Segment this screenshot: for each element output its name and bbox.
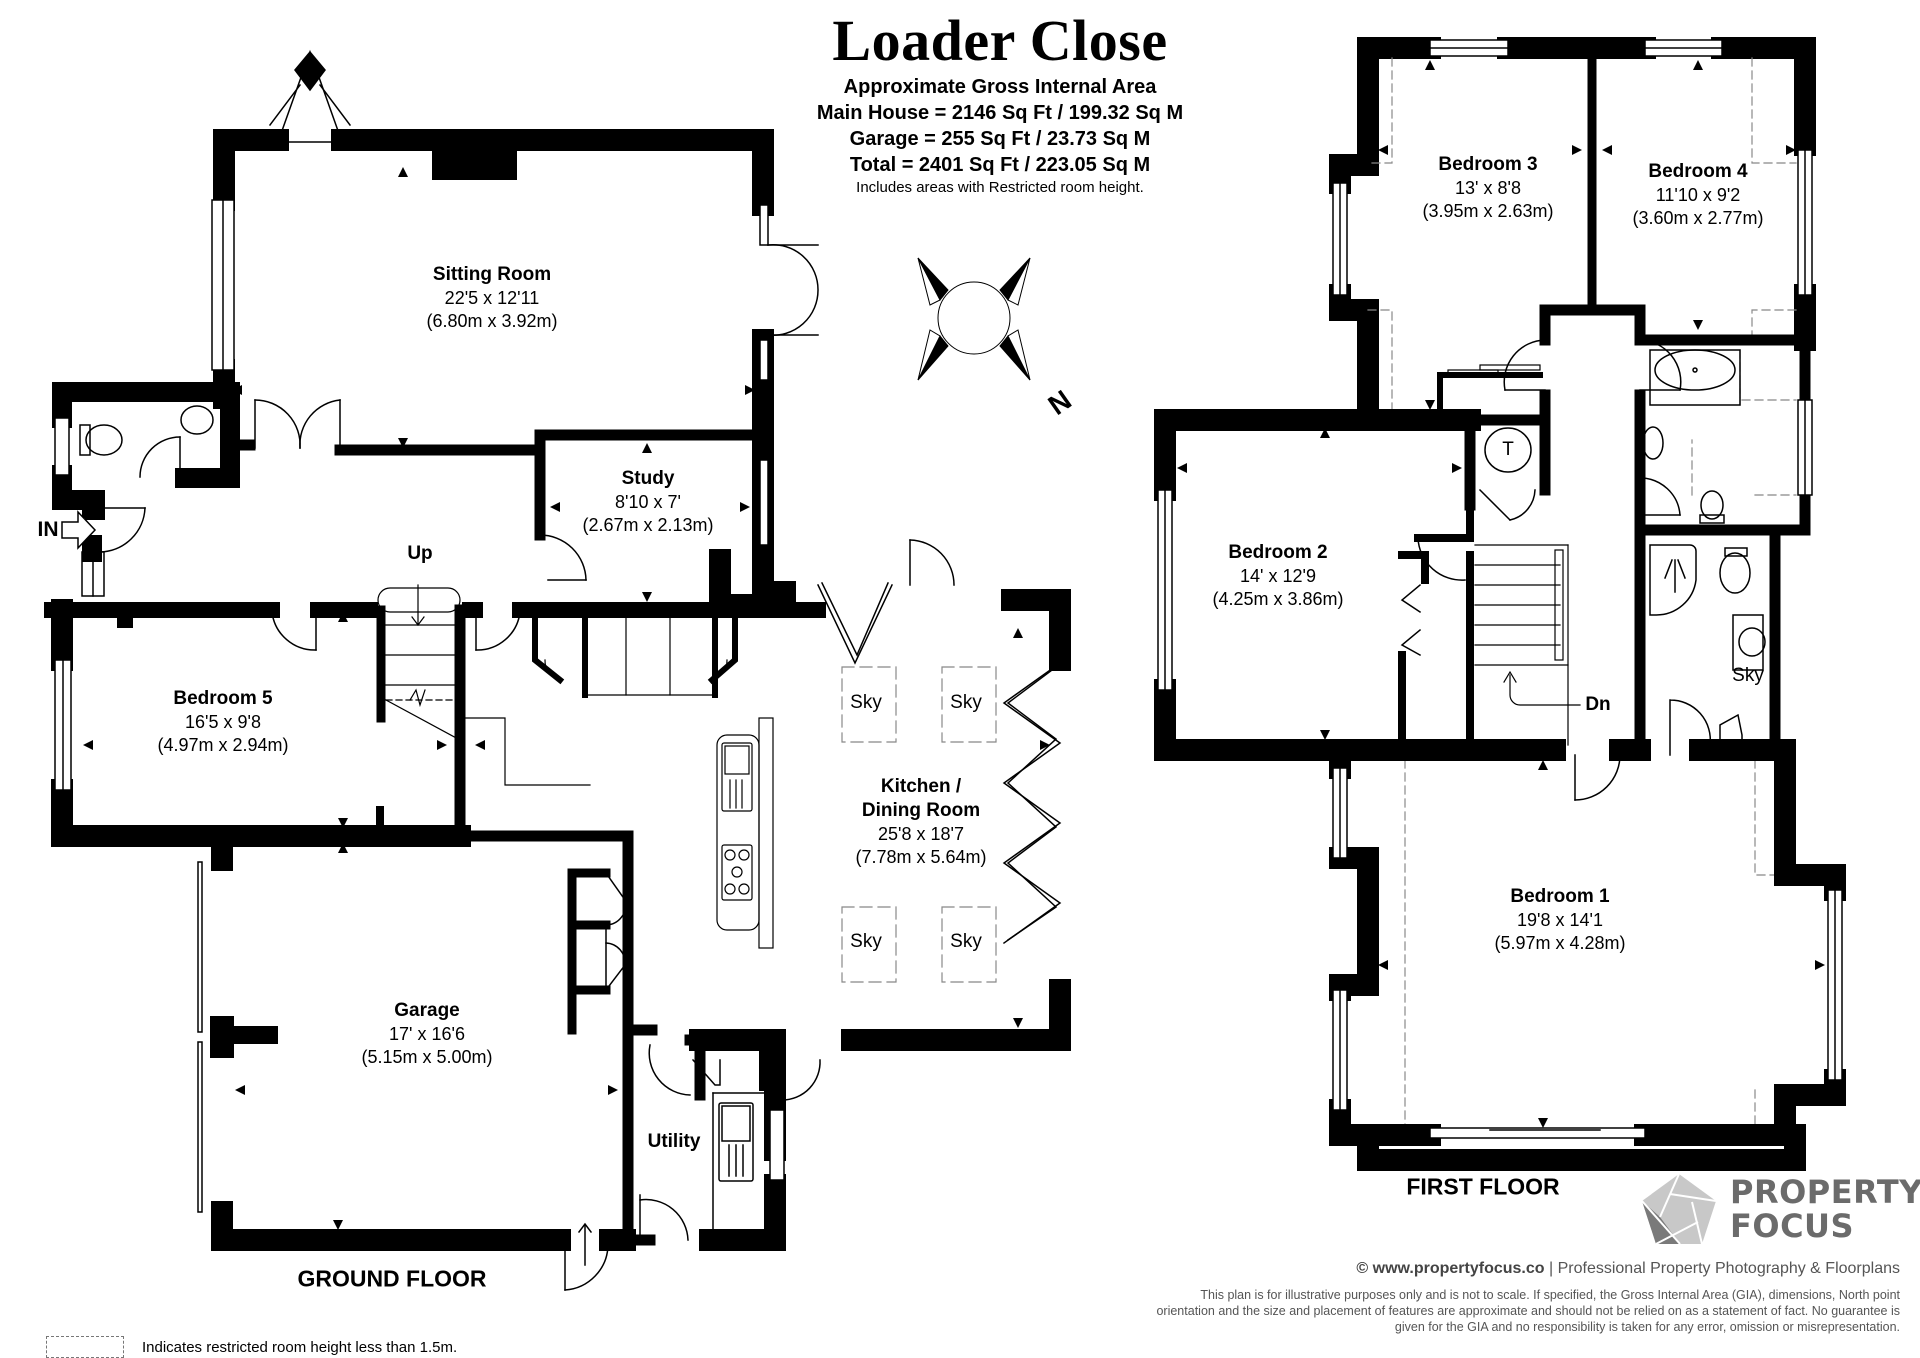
total-area: Total = 2401 Sq Ft / 223.05 Sq M [849, 154, 1151, 176]
room-bedroom-5: Bedroom 5 16'5 x 9'8 (4.97m x 2.94m) [157, 688, 289, 755]
first-floor-label: FIRST FLOOR [1406, 1173, 1560, 1200]
disclaimer: This plan is for illustrative purposes o… [1156, 1288, 1900, 1334]
room-garage: Garage 17' x 16'6 (5.15m x 5.00m) [361, 1000, 493, 1067]
property-title: Loader Close [832, 8, 1168, 73]
room-kitchen-dining: Kitchen / Dining Room 25'8 x 18'7 (7.78m… [855, 776, 987, 867]
room-study: Study 8'10 x 7' (2.67m x 2.13m) [582, 468, 714, 535]
website-link[interactable]: © www.propertyfocus.co [1356, 1260, 1545, 1277]
area-note: Includes areas with Restricted room heig… [856, 179, 1144, 196]
room-sitting-room: Sitting Room 22'5 x 12'11 (6.80m x 3.92m… [426, 264, 558, 331]
title-block: Loader Close Approximate Gross Internal … [720, 8, 1280, 198]
stairs-down-label: Dn [1585, 694, 1611, 715]
garage-area: Garage = 255 Sq Ft / 23.73 Sq M [849, 128, 1151, 150]
main-house-area: Main House = 2146 Sq Ft / 199.32 Sq M [816, 102, 1184, 124]
brand-line-2: FOCUS [1730, 1207, 1855, 1245]
area-heading: Approximate Gross Internal Area [843, 76, 1157, 98]
skylight-label: Sky [950, 692, 982, 713]
restricted-height-swatch [46, 1336, 124, 1358]
room-bedroom-4: Bedroom 4 11'10 x 9'2 (3.60m x 2.77m) [1632, 161, 1764, 228]
legend-text: Indicates restricted room height less th… [142, 1338, 458, 1356]
bay-window [268, 49, 352, 143]
entrance-label: IN [37, 518, 59, 541]
footer-credit: © www.propertyfocus.co | Professional Pr… [1356, 1260, 1900, 1278]
legend: Indicates restricted room height less th… [46, 1336, 457, 1358]
brand-line-1: PROPERTY [1730, 1173, 1920, 1211]
skylight-label: Sky [850, 931, 882, 952]
ensuite-skylight-label: Sky [1732, 665, 1764, 686]
dimension-arrows [83, 167, 1050, 1230]
separator: | [1548, 1260, 1554, 1277]
room-bedroom-3: Bedroom 3 13' x 8'8 (3.95m x 2.63m) [1422, 154, 1554, 221]
room-bedroom-1: Bedroom 1 19'8 x 14'1 (5.97m x 4.28m) [1494, 886, 1626, 953]
compass-rose [917, 257, 1031, 381]
stairs-up-label: Up [407, 543, 433, 564]
skylight-label: Sky [950, 931, 982, 952]
ground-floor-label: GROUND FLOOR [297, 1265, 487, 1292]
room-utility: Utility [647, 1131, 701, 1152]
tagline: Professional Property Photography & Floo… [1557, 1260, 1900, 1277]
tank-label: T [1502, 439, 1514, 460]
skylight-label: Sky [850, 692, 882, 713]
chimney-breast [432, 150, 517, 180]
room-bedroom-2: Bedroom 2 14' x 12'9 (4.25m x 3.86m) [1212, 542, 1344, 609]
brand-logo: PROPERTY FOCUS [1640, 1172, 1920, 1246]
aperture-logo-icon [1641, 1173, 1717, 1245]
